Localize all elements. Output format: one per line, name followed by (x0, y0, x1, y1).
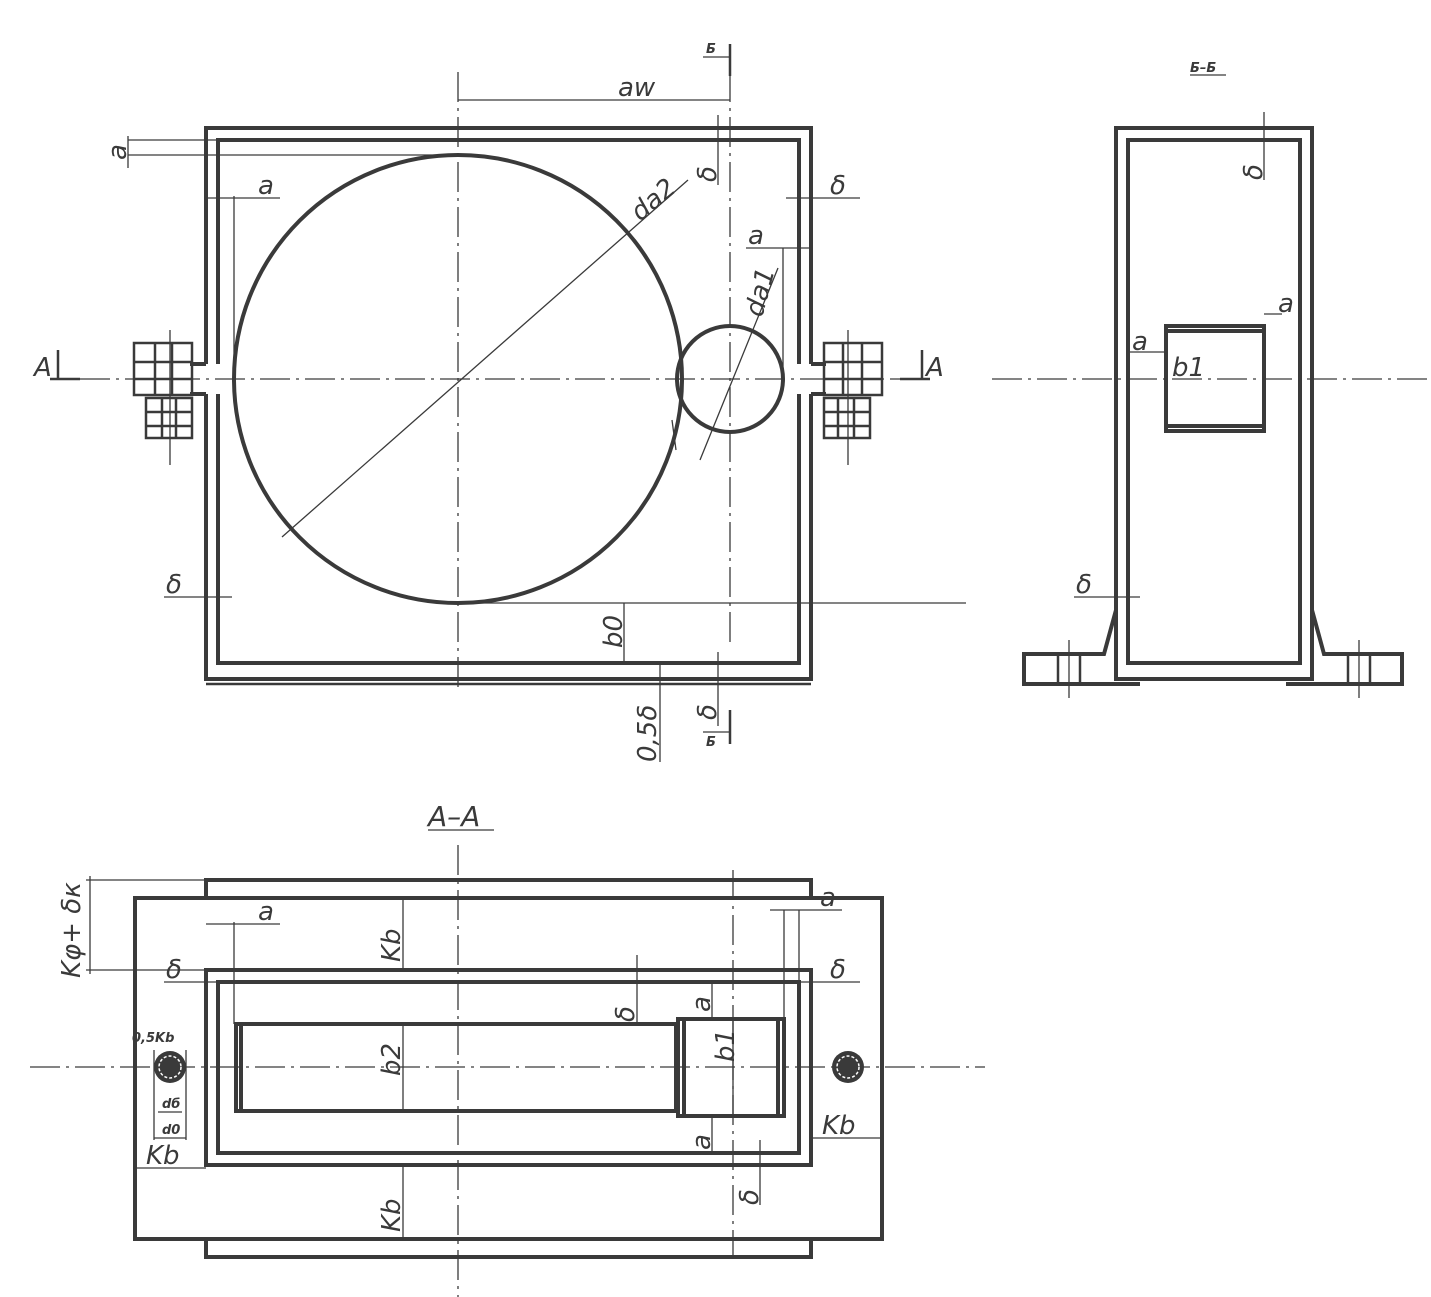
pinion-gap-mark (671, 419, 677, 451)
aa-kf-dk-label: Kφ+ δк (57, 882, 87, 978)
right-bolt (822, 330, 884, 465)
aa-flange-plate (133, 896, 884, 1241)
aa-db-label: dб (162, 1097, 180, 1112)
bb-a-right-label: a (1278, 289, 1294, 319)
aa-kb-bottom-label: Kb (377, 1198, 407, 1232)
aa-delta-mid-label: δ (611, 1006, 641, 1022)
bb-b1-label: b1 (1172, 353, 1205, 383)
b0-label: b0 (599, 615, 629, 648)
a-left-label: a (258, 171, 274, 201)
bb-left-foot (1022, 609, 1140, 686)
section-b-top-label: Б (706, 42, 716, 57)
section-bb-view: Б–Б b1 a a δ δ (992, 61, 1431, 698)
housing-outer-wall (204, 126, 813, 681)
housing-inner-wall (216, 138, 801, 665)
aa-bottom-band (204, 1237, 813, 1259)
bb-delta-left-label: δ (1076, 570, 1092, 600)
half-delta-label: 0,5δ (633, 705, 663, 762)
aa-delta-right-label: δ (830, 955, 846, 985)
aa-a-mid-bottom-label: a (687, 1134, 717, 1150)
bb-right-foot (1286, 609, 1404, 686)
section-bb-title: Б–Б (1190, 61, 1216, 76)
top-view: A A Б Б aw a a a da2 da1 δ δ (32, 42, 966, 762)
bb-a-left-label: a (1132, 327, 1148, 357)
aa-kb-left-label: Kb (146, 1141, 180, 1171)
section-aa-view: A–A Kφ+ δк (30, 800, 985, 1297)
section-a-left-label: A (32, 353, 52, 383)
aw-label: aw (618, 73, 656, 103)
aa-a-mid-top-label: a (687, 996, 717, 1012)
left-bolt (132, 330, 194, 465)
da1-leader (699, 267, 779, 461)
aa-d0-label: d0 (162, 1123, 180, 1138)
aa-delta-bottom-label: δ (735, 1189, 765, 1205)
aa-b1-label: b1 (711, 1029, 741, 1062)
delta-top-label: δ (693, 166, 723, 182)
aa-b2-label: b2 (377, 1043, 407, 1076)
aa-a-right-label: a (820, 883, 836, 913)
section-b-bottom-label: Б (706, 735, 716, 750)
a-right-label: a (748, 221, 764, 251)
da1-label: da1 (740, 265, 782, 320)
da2-label: da2 (625, 173, 682, 227)
section-a-right-label: A (924, 353, 944, 383)
bb-inner-wall (1126, 138, 1302, 665)
aa-right-bolt-hole (832, 1051, 864, 1083)
bb-outer-wall (1114, 126, 1314, 681)
aa-kb-top-label: Kb (377, 928, 407, 962)
aa-delta-left-label: δ (166, 955, 182, 985)
da2-leader (281, 179, 689, 538)
aa-a-left-label: a (258, 897, 274, 927)
aa-top-band (204, 878, 813, 900)
aa-kb-right-label: Kb (822, 1111, 856, 1141)
aa-left-bolt-hole (154, 1051, 186, 1083)
delta-bottom-label: δ (693, 704, 723, 720)
delta-left-label: δ (166, 570, 182, 600)
aa-05kb-label: 0,5Kb (132, 1031, 174, 1046)
bb-delta-top-label: δ (1239, 164, 1269, 180)
section-aa-title: A–A (426, 800, 480, 833)
delta-right-label: δ (830, 171, 846, 201)
a-top-label: a (103, 144, 133, 160)
